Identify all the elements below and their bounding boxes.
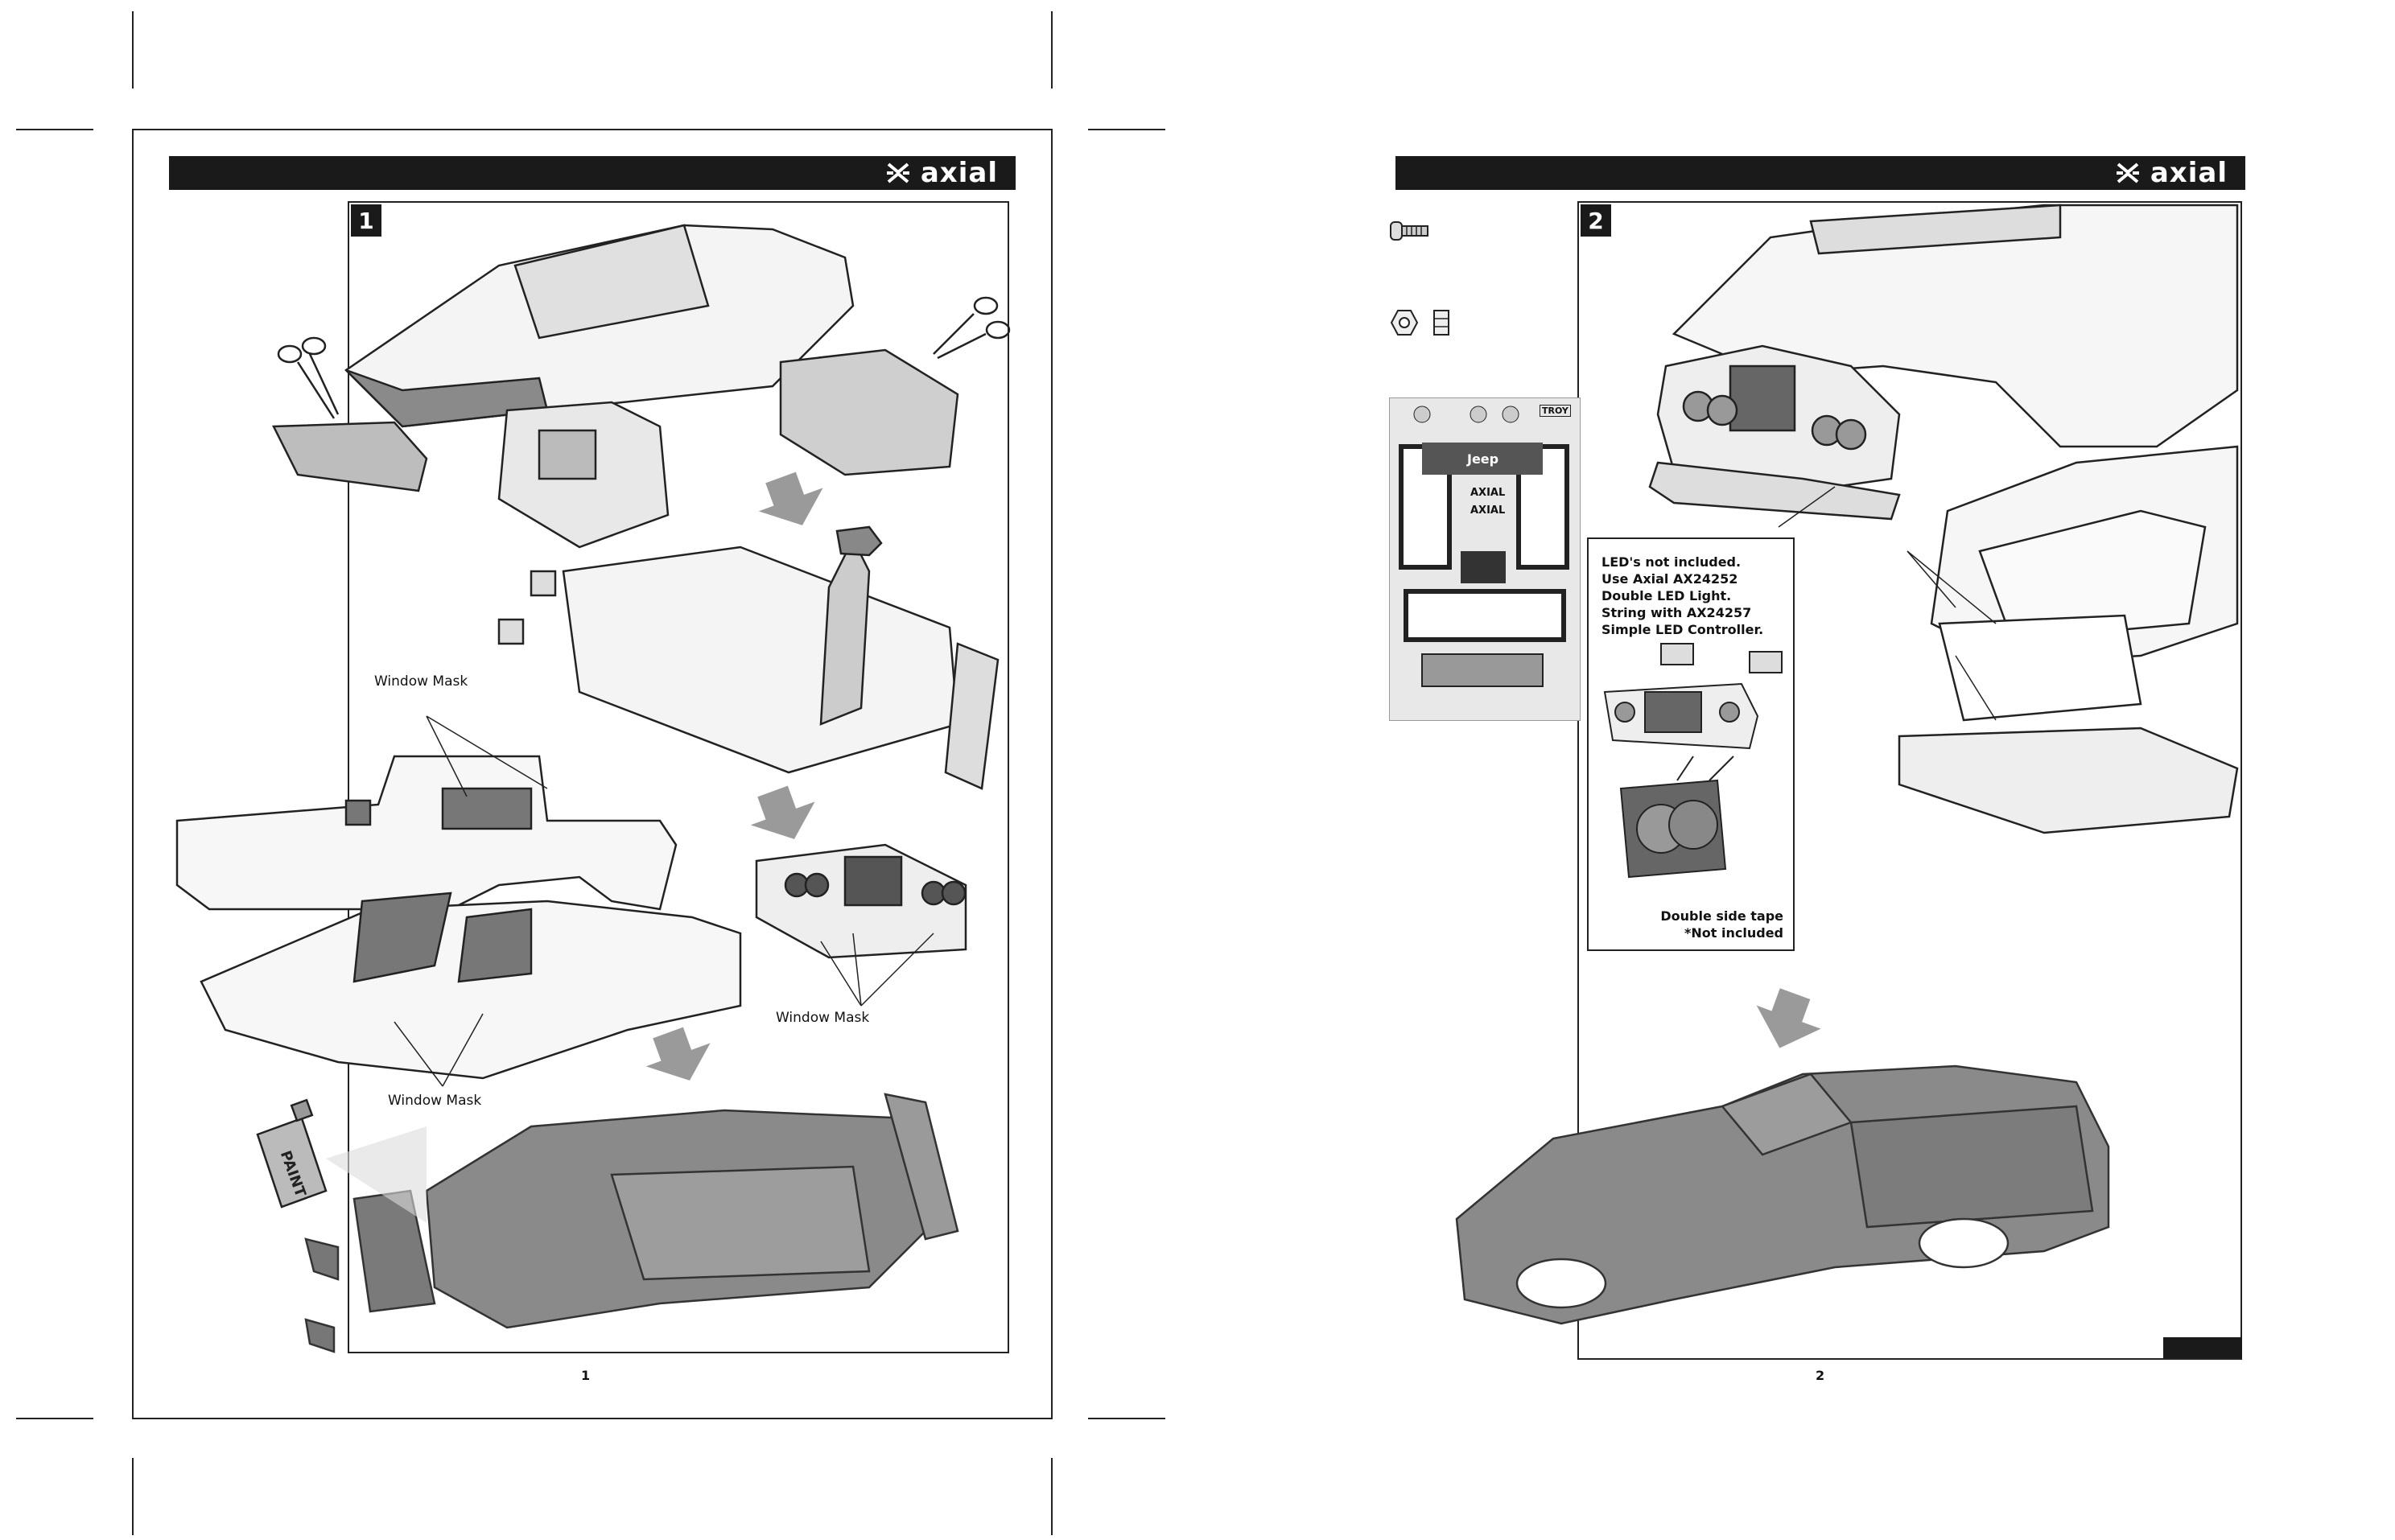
tape-note-line: Double side tape (1660, 908, 1783, 924)
crop-mark (16, 129, 93, 130)
front-cover-part (781, 350, 958, 475)
scissors-icon (278, 338, 338, 418)
step-2-frame-top (1577, 201, 2242, 203)
screw-icon (1389, 219, 1431, 243)
window-mask-label-top: Window Mask (374, 673, 468, 690)
note-line: Double LED Light. (1601, 587, 1763, 604)
brand-logo: axial (2112, 159, 2228, 187)
tape-note: Double side tape *Not included (1660, 908, 1783, 941)
note-line: LED's not included. (1601, 554, 1763, 570)
crop-mark (132, 1458, 134, 1535)
washing-body-part (563, 547, 958, 772)
crop-mark (1088, 129, 1165, 130)
axial-emblem-icon (2112, 159, 2144, 187)
crop-mark (1088, 1418, 1165, 1419)
page-number-1: 1 (581, 1368, 590, 1383)
step-2-frame-bottom (1577, 1358, 2242, 1360)
step-1-illustrations: PAINT (161, 209, 1014, 1352)
nut-icon (1391, 309, 1418, 336)
led-note-text: LED's not included. Use Axial AX24252 Do… (1601, 554, 1763, 638)
axial-emblem-icon (882, 159, 914, 187)
brand-name: axial (2150, 157, 2228, 189)
rear-bumper (1899, 728, 2237, 833)
crop-mark (1051, 1458, 1053, 1535)
faucet-icon (837, 527, 881, 555)
down-arrow (742, 779, 824, 851)
window-mask-label-right: Window Mask (776, 1010, 869, 1026)
brand-logo: axial (882, 159, 998, 187)
crop-mark (132, 11, 134, 89)
tailgate (1939, 616, 2141, 720)
tape-note-line: *Not included (1660, 924, 1783, 941)
down-arrow (750, 465, 832, 537)
rear-bumper-part (274, 422, 427, 491)
down-arrow (637, 1020, 719, 1093)
step-1-frame-top (348, 201, 1009, 203)
step-2-frame-right (2240, 201, 2242, 1360)
page-number-2: 2 (1816, 1368, 1824, 1383)
scissors-icon (934, 298, 1009, 358)
note-line: String with AX24257 (1601, 604, 1763, 621)
note-line: Simple LED Controller. (1601, 621, 1763, 638)
step-2-illustrations (1432, 205, 2240, 1356)
led-install-illustration (1597, 644, 1787, 885)
crop-mark (1051, 11, 1053, 89)
led-note-box: LED's not included. Use Axial AX24252 Do… (1587, 537, 1795, 951)
truck-side-view (177, 756, 676, 909)
window-mask-label-bottom: Window Mask (388, 1093, 481, 1109)
brand-name: axial (921, 157, 998, 189)
note-line: Use Axial AX24252 (1601, 570, 1763, 587)
crop-mark (16, 1418, 93, 1419)
page-2-header: axial (1395, 156, 2245, 190)
page-1-header: axial (169, 156, 1016, 190)
down-arrow (1746, 982, 1829, 1059)
